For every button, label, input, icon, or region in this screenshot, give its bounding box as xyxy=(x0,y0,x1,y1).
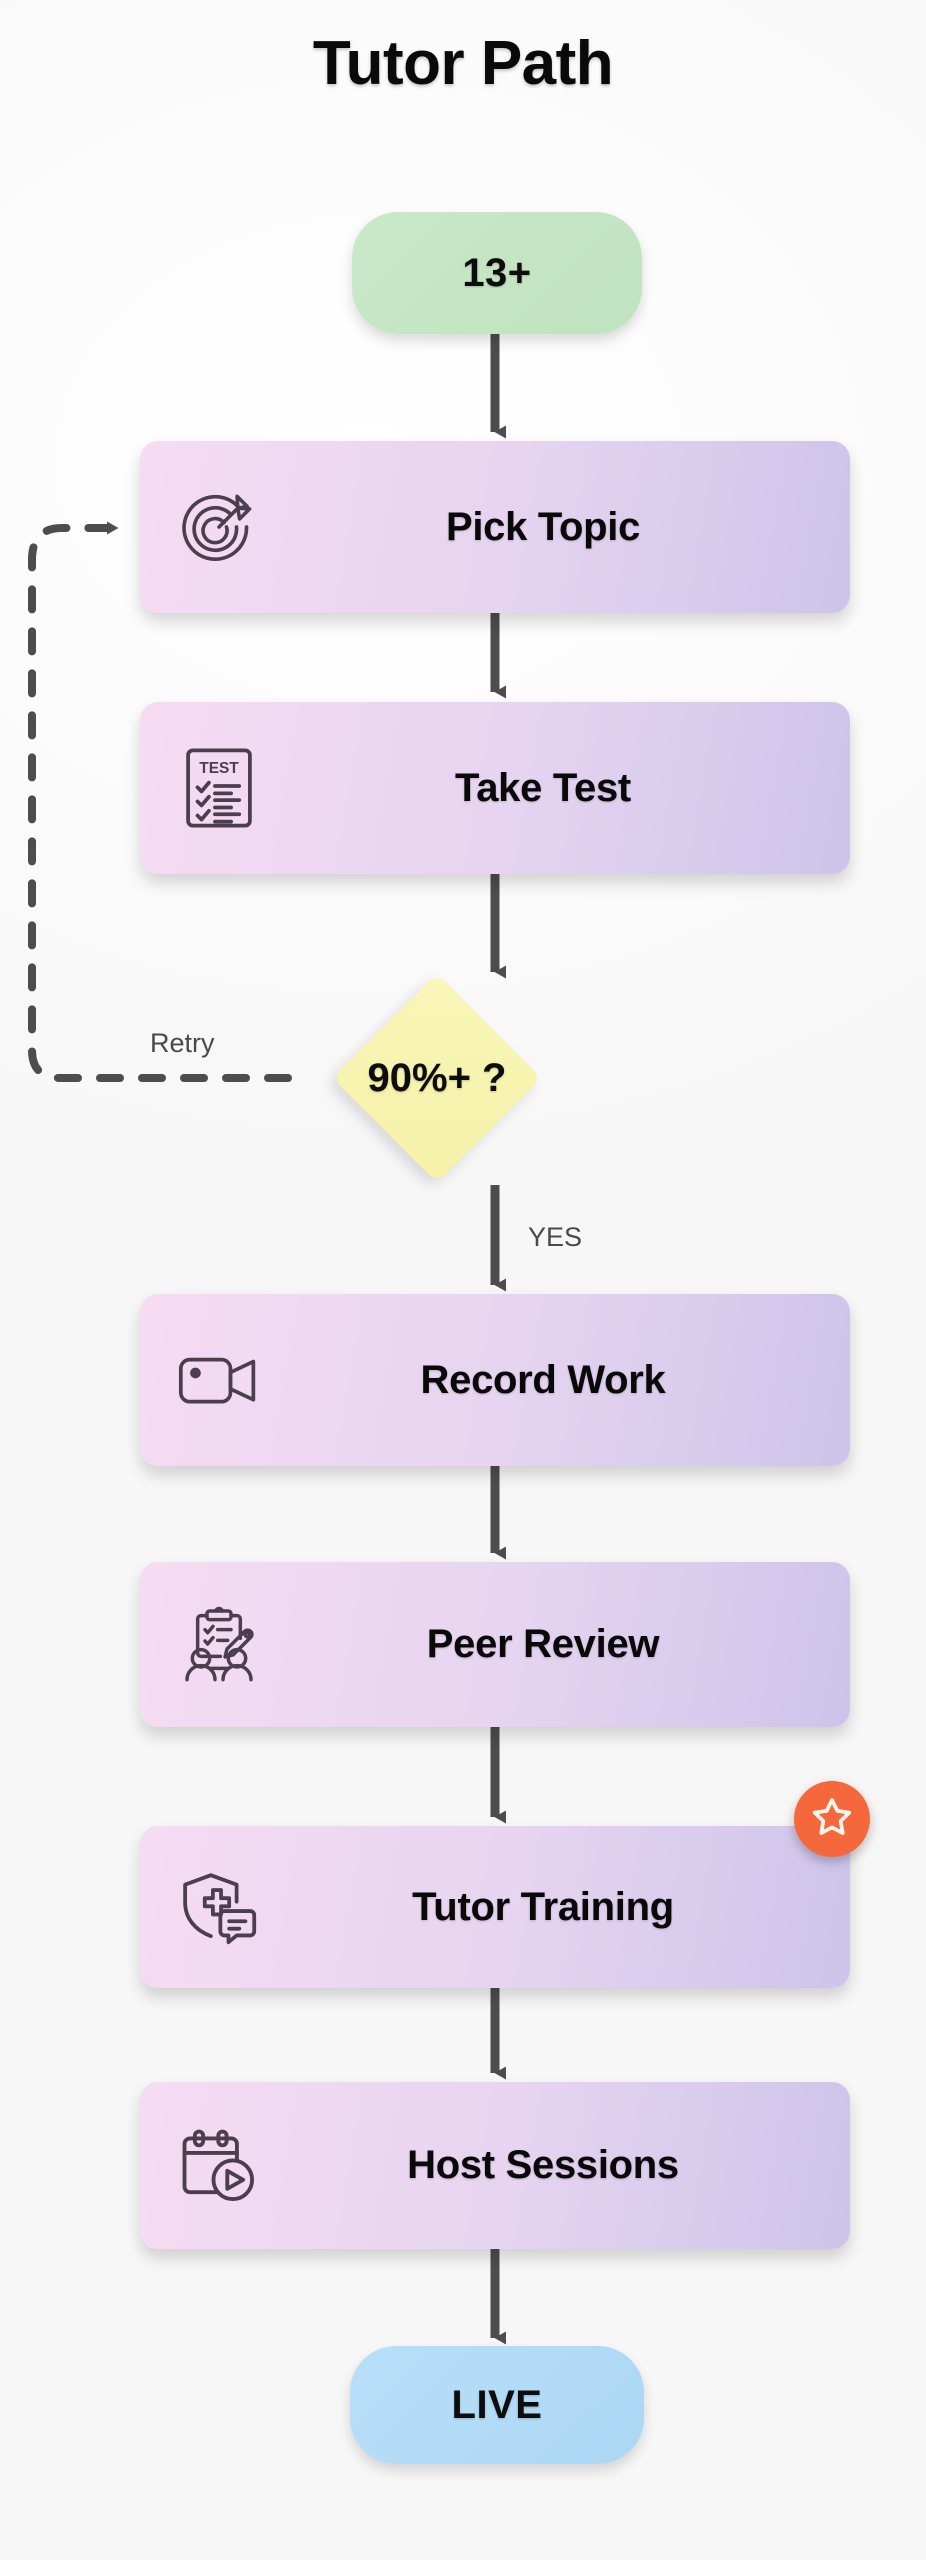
node-record-work[interactable]: Record Work xyxy=(140,1294,850,1466)
shield-chat-icon xyxy=(176,1864,262,1950)
node-start-label: 13+ xyxy=(462,250,532,295)
node-take-test-label: Take Test xyxy=(455,765,631,810)
svg-text:TEST: TEST xyxy=(199,760,239,777)
node-start[interactable]: 13+ xyxy=(352,212,642,334)
node-pick-topic[interactable]: Pick Topic xyxy=(140,441,850,613)
edge-label-yes: YES xyxy=(528,1222,583,1252)
node-tutor-training-label: Tutor Training xyxy=(412,1884,674,1929)
node-live[interactable]: LIVE xyxy=(350,2346,644,2464)
node-host-sessions[interactable]: Host Sessions xyxy=(140,2082,850,2249)
node-record-work-label: Record Work xyxy=(420,1357,666,1402)
star-badge[interactable] xyxy=(794,1781,870,1857)
test-clipboard-icon: TEST xyxy=(176,745,262,831)
node-pick-topic-label: Pick Topic xyxy=(445,504,641,549)
node-peer-review[interactable]: Peer Review xyxy=(140,1562,850,1727)
node-live-label: LIVE xyxy=(451,2382,543,2427)
target-icon xyxy=(176,484,262,570)
node-score-check-label: 90%+ ? xyxy=(367,1055,507,1100)
node-take-test[interactable]: TEST Take Test xyxy=(140,702,850,874)
peer-review-icon xyxy=(176,1602,262,1688)
node-peer-review-label: Peer Review xyxy=(426,1622,660,1666)
node-tutor-training[interactable]: Tutor Training xyxy=(140,1826,850,1988)
node-score-check[interactable]: 90%+ ? xyxy=(332,973,542,1183)
calendar-play-icon xyxy=(176,2123,262,2209)
edge-label-retry: Retry xyxy=(150,1028,215,1058)
video-camera-icon xyxy=(176,1337,262,1423)
diagram-title: Tutor Path xyxy=(312,29,614,98)
star-icon xyxy=(810,1795,854,1844)
node-host-sessions-label: Host Sessions xyxy=(407,2143,679,2187)
